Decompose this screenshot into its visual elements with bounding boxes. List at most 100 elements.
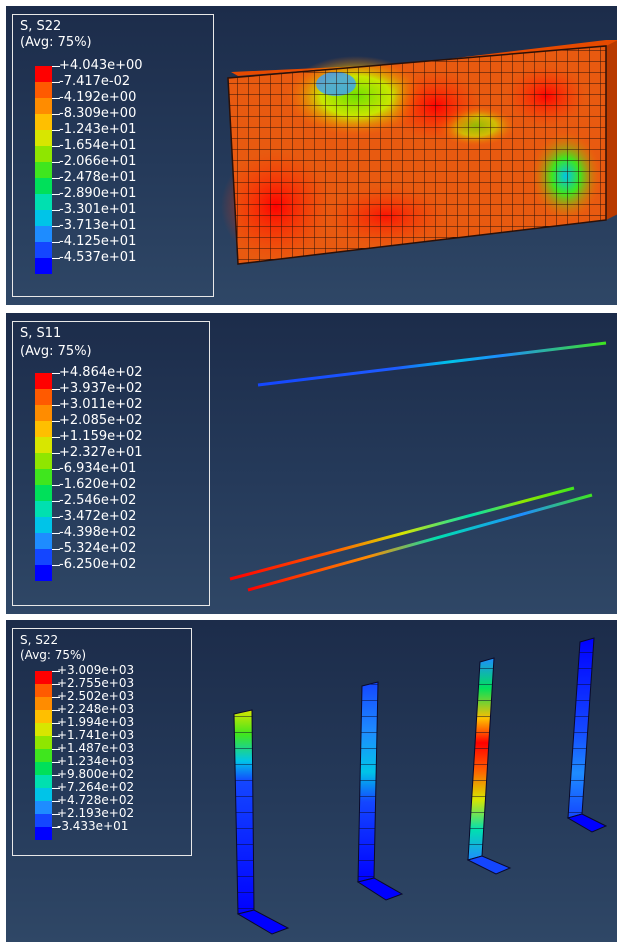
legend-swatch xyxy=(35,485,52,501)
legend-value-label: -3.472e+02 xyxy=(59,509,137,524)
legend-value-label: +1.159e+02 xyxy=(59,429,143,444)
legend-swatch xyxy=(35,697,52,710)
legend-value-label: +1.487e+03 xyxy=(57,741,135,755)
legend-tick xyxy=(52,671,60,672)
legend-value-label: -1.620e+02 xyxy=(59,477,137,492)
legend-value-label: +2.248e+03 xyxy=(57,702,135,716)
legend-value-label: +1.234e+03 xyxy=(57,754,135,768)
concrete-wall-contour xyxy=(221,40,617,265)
legend-tick xyxy=(52,710,60,711)
legend-swatch xyxy=(35,749,52,762)
legend-tick xyxy=(52,533,60,534)
stirrup-4 xyxy=(566,637,608,833)
legend-tick xyxy=(52,697,60,698)
legend-tick xyxy=(52,437,60,438)
legend-swatch xyxy=(35,827,52,840)
legend-value-label: -4.398e+02 xyxy=(59,525,137,540)
stirrup-2 xyxy=(356,681,404,901)
legend-swatch xyxy=(35,736,52,749)
legend-swatch xyxy=(35,242,52,258)
legend-variable: S, S22 xyxy=(20,633,59,647)
legend-value-label: +3.011e+02 xyxy=(59,397,143,412)
legend-swatch xyxy=(35,723,52,736)
legend-tick xyxy=(52,469,60,470)
legend-tick xyxy=(52,736,60,737)
legend-value-label: -6.250e+02 xyxy=(59,557,137,572)
stirrup-contour xyxy=(233,637,608,935)
legend-swatch xyxy=(35,373,52,389)
legend-tick xyxy=(52,517,60,518)
legend-swatch xyxy=(35,194,52,210)
legend-tick xyxy=(52,684,60,685)
legend-value-label: -4.192e+00 xyxy=(59,90,137,105)
legend-value-label: -2.066e+01 xyxy=(59,154,137,169)
legend-value-label: -6.934e+01 xyxy=(59,461,137,476)
legend-tick xyxy=(52,565,60,566)
legend-tick xyxy=(52,258,60,259)
viewport-panel-rebar[interactable]: S, S11 (Avg: 75%) +4.864e+02+3.937e+02+3… xyxy=(6,313,617,614)
legend-tick xyxy=(52,749,60,750)
legend-averaging: (Avg: 75%) xyxy=(20,344,92,359)
legend-tick xyxy=(52,98,60,99)
legend-value-label: -5.324e+02 xyxy=(59,541,137,556)
legend-swatch xyxy=(35,114,52,130)
legend-variable: S, S22 xyxy=(20,19,62,34)
contour-legend: S, S11 (Avg: 75%) +4.864e+02+3.937e+02+3… xyxy=(12,321,210,606)
legend-value-label: +9.800e+02 xyxy=(57,767,135,781)
legend-value-label: +4.728e+02 xyxy=(57,793,135,807)
legend-tick xyxy=(52,242,60,243)
legend-value-label: -4.125e+01 xyxy=(59,234,137,249)
legend-tick xyxy=(52,389,60,390)
contour-legend: S, S22 (Avg: 75%) +4.043e+00-7.417e-02-4… xyxy=(12,14,214,297)
legend-value-label: +4.043e+00 xyxy=(59,58,143,73)
legend-tick xyxy=(52,814,60,815)
legend-tick xyxy=(52,162,60,163)
legend-tick xyxy=(52,723,60,724)
legend-value-label: -1.243e+01 xyxy=(59,122,137,137)
stirrup-3 xyxy=(466,657,512,875)
legend-averaging: (Avg: 75%) xyxy=(20,35,92,50)
legend-swatch xyxy=(35,814,52,827)
legend-swatch xyxy=(35,762,52,775)
rebar-bottom-1 xyxy=(229,486,575,581)
legend-swatch xyxy=(35,710,52,723)
legend-tick xyxy=(52,405,60,406)
legend-tick xyxy=(52,114,60,115)
legend-tick xyxy=(52,373,60,374)
viewport-panel-stirrups[interactable]: S, S22 (Avg: 75%) +3.009e+03+2.755e+03+2… xyxy=(6,620,617,942)
legend-value-label: +2.193e+02 xyxy=(57,806,135,820)
viewport-panel-concrete[interactable]: S, S22 (Avg: 75%) +4.043e+00-7.417e-02-4… xyxy=(6,6,617,305)
legend-value-label: -2.546e+02 xyxy=(59,493,137,508)
legend-value-label: +2.085e+02 xyxy=(59,413,143,428)
legend-value-label: -8.309e+00 xyxy=(59,106,137,121)
legend-tick xyxy=(52,130,60,131)
legend-value-label: +3.009e+03 xyxy=(57,663,135,677)
legend-tick xyxy=(52,801,60,802)
legend-tick xyxy=(52,421,60,422)
legend-value-label: -3.433e+01 xyxy=(57,819,129,833)
legend-swatch xyxy=(35,788,52,801)
rebar-top xyxy=(257,341,607,387)
legend-tick xyxy=(52,775,60,776)
legend-tick xyxy=(52,226,60,227)
legend-value-label: +2.502e+03 xyxy=(57,689,135,703)
legend-swatch xyxy=(35,775,52,788)
legend-variable: S, S11 xyxy=(20,326,62,341)
legend-swatch xyxy=(35,258,52,274)
legend-tick xyxy=(52,66,60,67)
legend-value-label: +4.864e+02 xyxy=(59,365,143,380)
legend-swatch xyxy=(35,178,52,194)
legend-tick xyxy=(52,178,60,179)
legend-tick xyxy=(52,501,60,502)
stirrup-1 xyxy=(233,709,290,935)
legend-swatch xyxy=(35,389,52,405)
legend-value-label: +3.937e+02 xyxy=(59,381,143,396)
legend-tick xyxy=(52,827,60,828)
rebar-bottom-2 xyxy=(247,493,593,592)
legend-swatch xyxy=(35,162,52,178)
rebar-contour xyxy=(229,341,607,592)
legend-swatch xyxy=(35,801,52,814)
legend-swatch xyxy=(35,130,52,146)
legend-tick xyxy=(52,82,60,83)
legend-value-label: +2.327e+01 xyxy=(59,445,143,460)
